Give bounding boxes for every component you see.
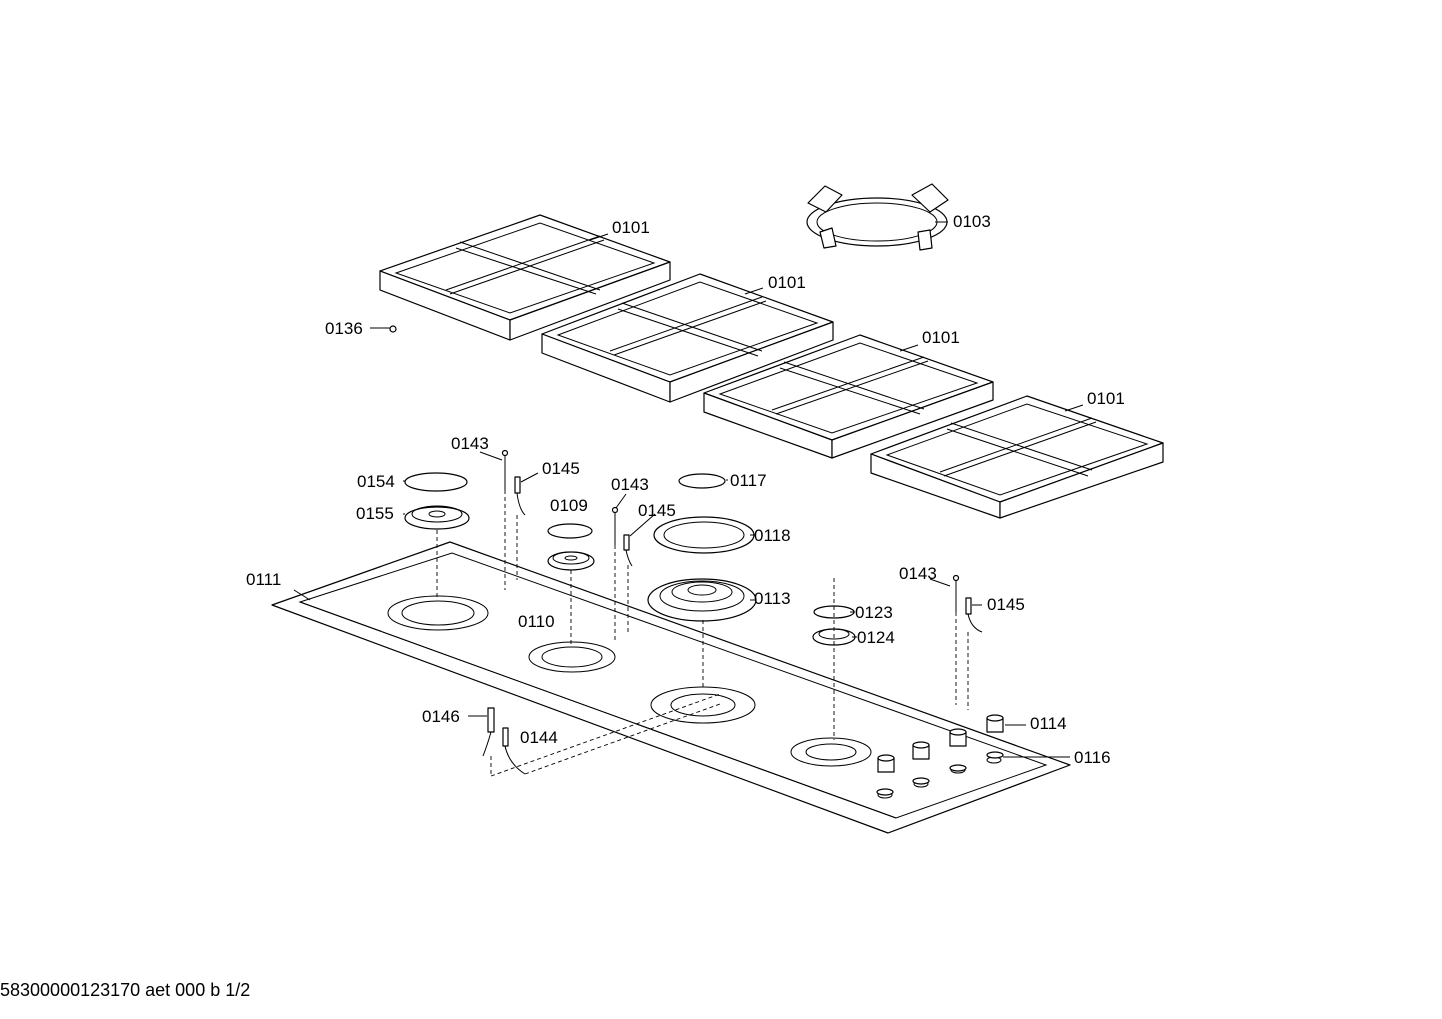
wok-ring bbox=[806, 183, 949, 251]
thermocouple-3 bbox=[952, 574, 960, 612]
burner-head-large-left bbox=[404, 505, 470, 530]
label-ignitor-2: 0145 bbox=[638, 501, 676, 520]
label-grate-3: 0101 bbox=[922, 328, 960, 347]
label-cap-small: 0109 bbox=[550, 496, 588, 515]
thermocouple-1 bbox=[479, 449, 509, 490]
pan-support-grate-3 bbox=[703, 334, 994, 459]
pan-support-grate-4 bbox=[870, 395, 1164, 519]
label-knob-seal: 0116 bbox=[1074, 748, 1111, 767]
label-head-large-left: 0155 bbox=[356, 504, 394, 523]
burner-cap-wok-inner bbox=[678, 473, 726, 489]
screw bbox=[370, 325, 397, 333]
pan-support-grate-2 bbox=[541, 273, 834, 403]
leader-lines bbox=[293, 221, 1084, 758]
thermocouple-lower bbox=[482, 707, 495, 757]
label-head-aux: 0124 bbox=[857, 628, 895, 647]
label-wok-ring: 0103 bbox=[953, 212, 991, 231]
label-ignitor-lower: 0144 bbox=[520, 728, 558, 747]
label-cap-aux: 0123 bbox=[855, 603, 893, 622]
burner-wok bbox=[647, 578, 757, 622]
label-knob: 0114 bbox=[1030, 714, 1067, 733]
label-thermo-2: 0143 bbox=[611, 475, 649, 494]
ignitor-3 bbox=[965, 597, 983, 633]
label-grate-2: 0101 bbox=[768, 273, 806, 292]
ignitor-2 bbox=[623, 534, 633, 567]
ignitor-lower bbox=[502, 727, 526, 775]
label-grate-4: 0101 bbox=[1087, 389, 1125, 408]
label-thermo-1: 0143 bbox=[451, 434, 489, 453]
assembly-lines bbox=[436, 490, 969, 777]
control-knob-3 bbox=[949, 728, 967, 747]
burner-cap-large-left bbox=[404, 472, 468, 492]
knob-seal bbox=[876, 751, 1004, 796]
control-knob-1 bbox=[877, 754, 895, 773]
label-burner-wok: 0113 bbox=[754, 589, 791, 608]
document-id: 58300000123170 aet 000 b 1/2 bbox=[0, 980, 251, 1000]
burner-ring-wok-outer bbox=[653, 516, 755, 554]
control-knob-4 bbox=[986, 714, 1004, 733]
part-labels: 0101 0101 0101 0101 0103 0136 0143 0145 … bbox=[246, 212, 1125, 767]
label-ignitor-3: 0145 bbox=[987, 595, 1025, 614]
control-knob-2 bbox=[912, 741, 930, 760]
label-screw: 0136 bbox=[325, 319, 363, 338]
label-hob-top: 0111 bbox=[246, 570, 281, 589]
pan-support-grate-1 bbox=[379, 214, 671, 341]
label-ring-wok-outer: 0118 bbox=[754, 526, 791, 545]
ignitor-1 bbox=[514, 476, 526, 516]
label-head-small: 0110 bbox=[518, 612, 555, 631]
label-thermocouple-lower: 0146 bbox=[422, 707, 460, 726]
label-ignitor-1: 0145 bbox=[542, 459, 580, 478]
label-cap-wok-inner: 0117 bbox=[730, 471, 767, 490]
label-grate-1: 0101 bbox=[612, 218, 650, 237]
label-thermo-3: 0143 bbox=[899, 564, 937, 583]
label-cap-large-left: 0154 bbox=[357, 472, 395, 491]
thermocouple-2 bbox=[611, 506, 619, 545]
burner-head-small bbox=[547, 551, 595, 571]
burner-cap-small bbox=[547, 523, 593, 539]
